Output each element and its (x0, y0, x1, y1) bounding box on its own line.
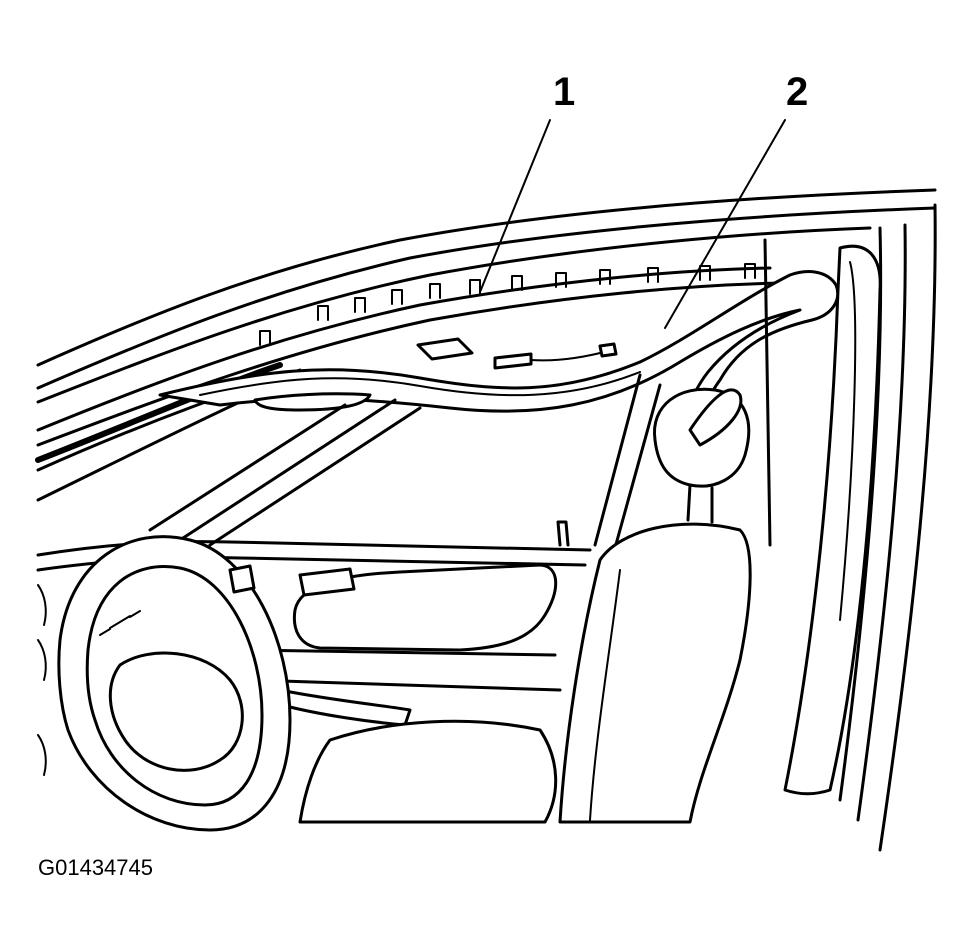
windshield-header (35, 266, 782, 502)
figure-id: G01434745 (38, 855, 153, 880)
side-airbag-module (158, 270, 840, 447)
steering-wheel (57, 535, 292, 832)
roof-panel (36, 188, 937, 404)
dome-light (416, 337, 618, 370)
roof-rail-clips (259, 263, 756, 346)
door-frame (593, 203, 937, 852)
callout-1-label: 1 (553, 70, 576, 114)
instrument-panel (37, 564, 256, 776)
front-seat (298, 387, 752, 824)
callout-2-label: 2 (786, 70, 809, 114)
a-pillar (148, 398, 422, 547)
leader-lines (479, 119, 786, 329)
sun-visor (253, 392, 372, 412)
